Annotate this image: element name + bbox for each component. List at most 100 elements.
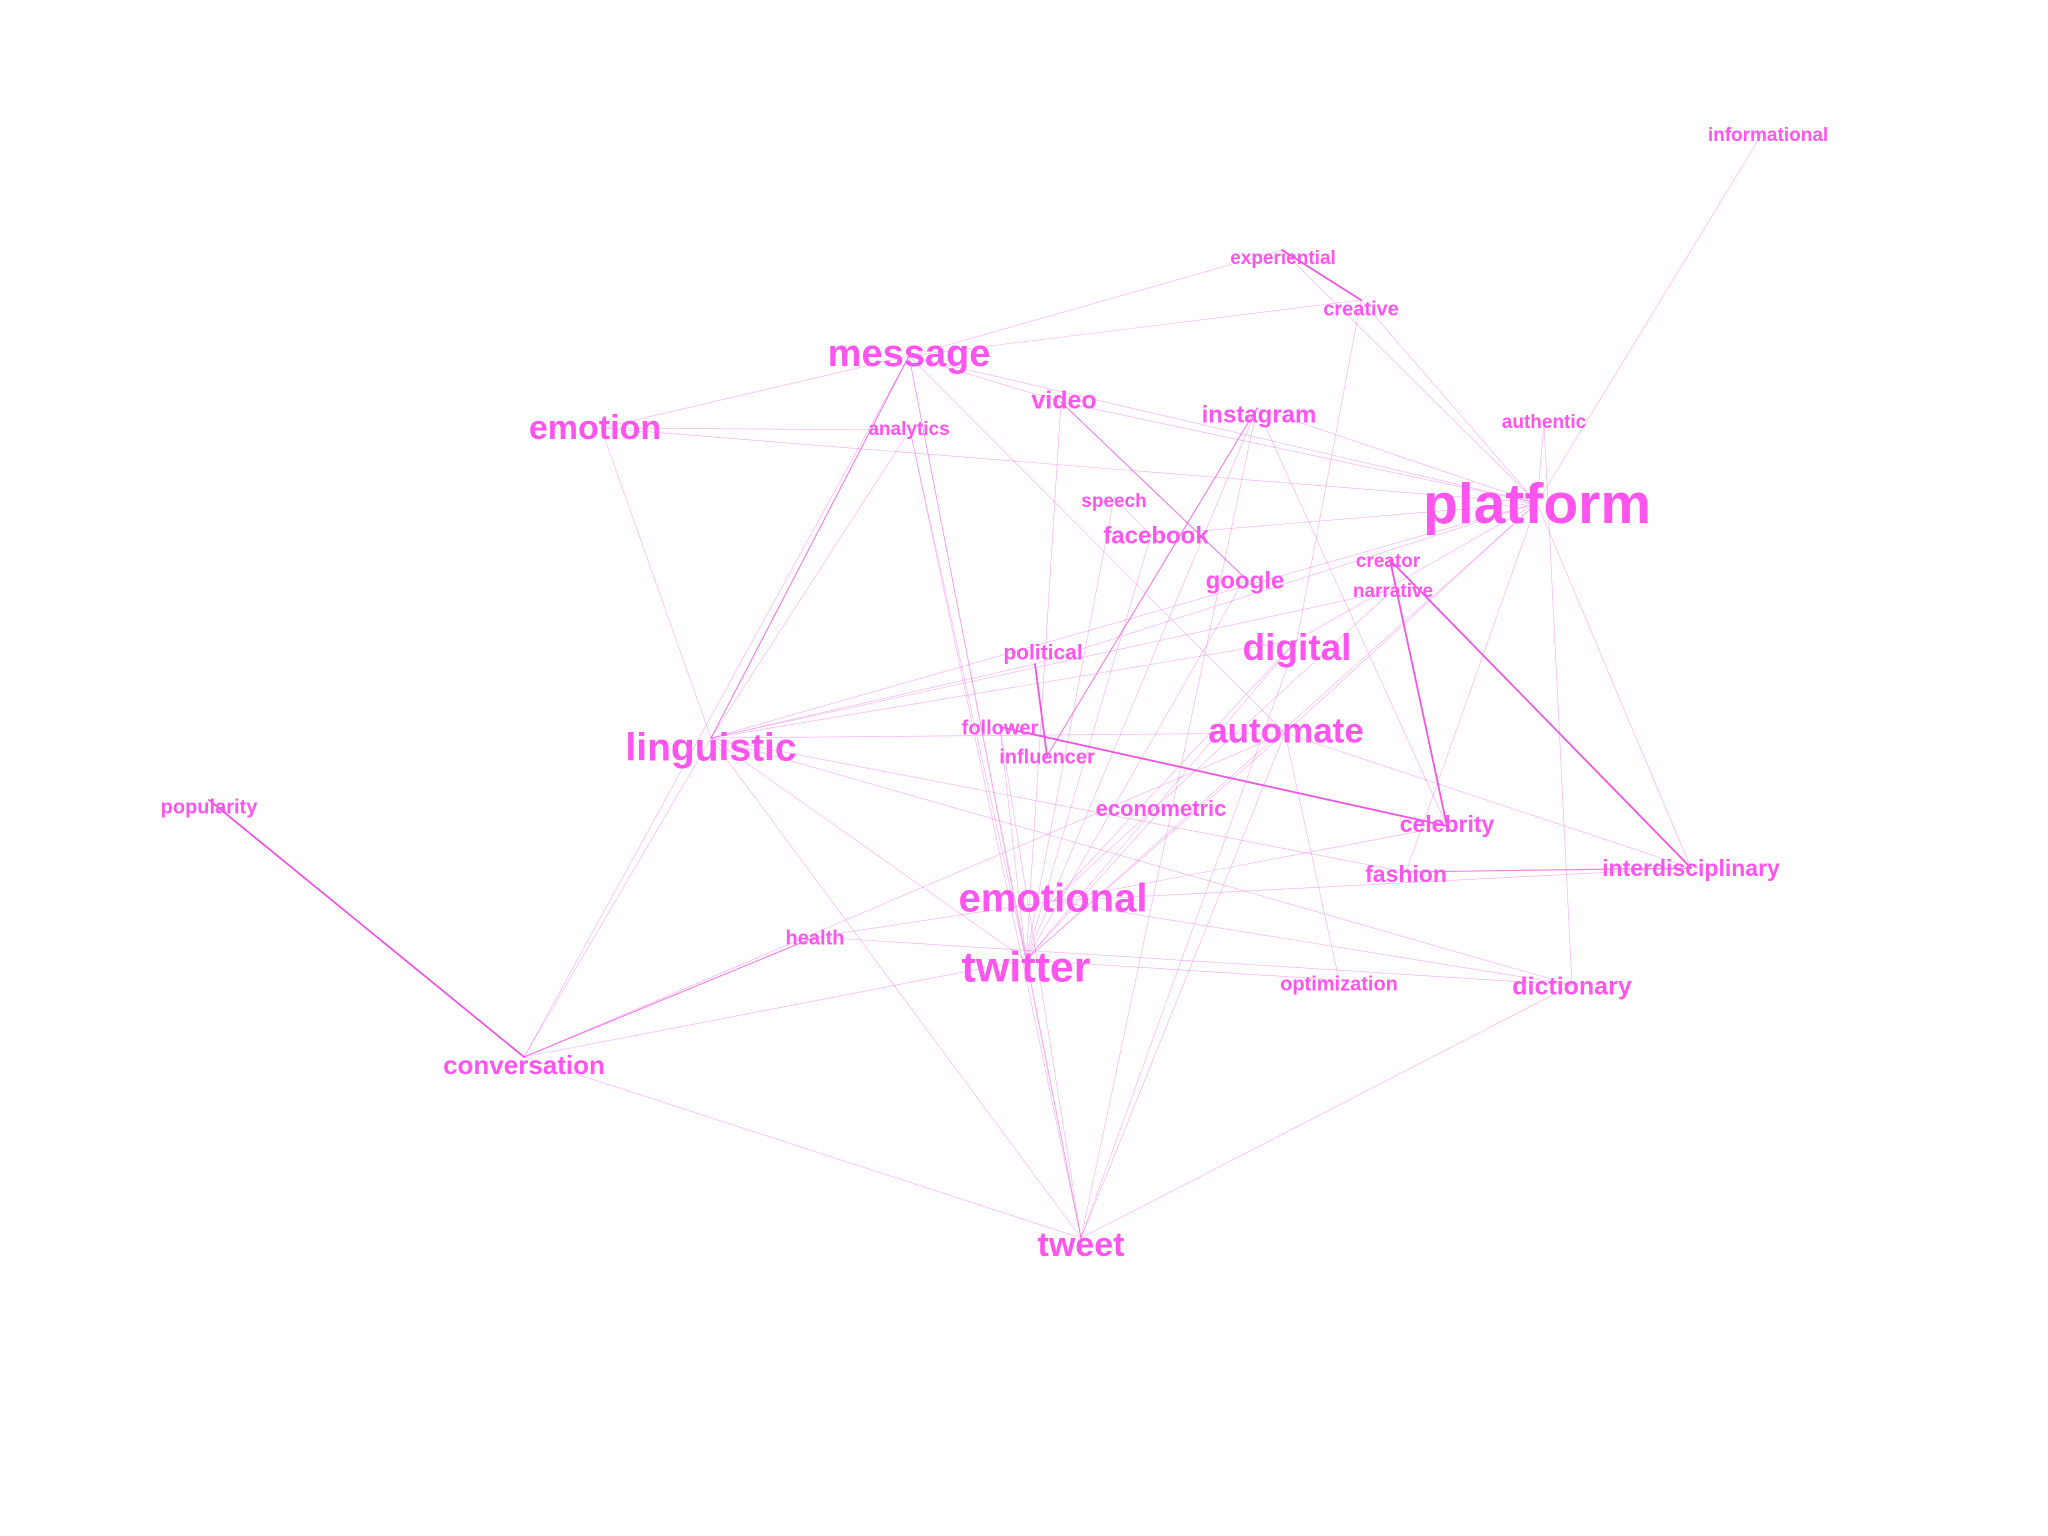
node-label-instagram: instagram xyxy=(1202,401,1317,428)
edge-authentic-dictionary xyxy=(1543,422,1573,986)
edge-speech-facebook xyxy=(1113,497,1152,536)
edge-follower-twitter xyxy=(999,726,1027,961)
edge-twitter-tweet xyxy=(1025,959,1082,1239)
edge-platform-linguistic xyxy=(710,502,1538,739)
node-label-video: video xyxy=(1031,387,1096,415)
node-label-informational: informational xyxy=(1708,125,1828,146)
edge-automate-tweet xyxy=(1080,732,1286,1239)
edge-emotion-analytics xyxy=(600,427,911,431)
edge-emotion-linguistic xyxy=(600,427,712,739)
edge-emotional-health xyxy=(814,900,1054,938)
edge-linguistic-twitter xyxy=(710,737,1027,961)
edge-emotional-interdisciplinary xyxy=(1052,867,1692,902)
node-label-influencer: influencer xyxy=(999,746,1095,768)
edge-celebrity-emotional xyxy=(1052,825,1448,902)
edges-layer xyxy=(208,133,1763,1239)
node-label-interdisciplinary: interdisciplinary xyxy=(1602,855,1780,881)
edge-platform-digital xyxy=(1296,502,1538,641)
node-label-digital: digital xyxy=(1243,627,1352,668)
node-label-optimization: optimization xyxy=(1280,973,1398,995)
edge-narrative-linguistic xyxy=(710,589,1394,739)
edge-platform-facebook xyxy=(1150,502,1538,536)
node-label-fashion: fashion xyxy=(1365,861,1447,887)
edge-platform-automate xyxy=(1284,502,1538,734)
edge-automate-conversation xyxy=(523,732,1286,1058)
node-label-narrative: narrative xyxy=(1353,581,1433,602)
edge-experiential-creative xyxy=(1281,249,1362,301)
edge-digital-twitter xyxy=(1025,639,1298,961)
edge-analytics-tweet xyxy=(909,429,1082,1239)
node-label-facebook: facebook xyxy=(1103,522,1209,549)
edge-platform-fashion xyxy=(1405,502,1538,873)
edge-instagram-platform xyxy=(1256,407,1538,504)
edge-authentic-platform xyxy=(1536,422,1545,504)
edge-twitter-optimization xyxy=(1025,959,1340,981)
edge-follower-tweet xyxy=(999,726,1082,1239)
node-label-speech: speech xyxy=(1081,491,1146,512)
edge-digital-emotional xyxy=(1052,639,1298,902)
node-label-political: political xyxy=(1003,642,1082,665)
edge-emotional-dictionary xyxy=(1052,900,1573,986)
edge-political-influencer xyxy=(1034,663,1048,757)
labels-layer: informational experiential creative message… xyxy=(161,125,1829,1264)
edge-message-tweet xyxy=(908,355,1082,1239)
edge-linguistic-tweet xyxy=(710,737,1082,1239)
edge-twitter-conversation xyxy=(523,959,1027,1058)
node-label-platform: platform xyxy=(1423,472,1651,536)
node-label-health: health xyxy=(786,927,845,949)
edge-video-twitter xyxy=(1025,401,1062,961)
edge-linguistic-digital xyxy=(710,639,1298,739)
edge-message-video xyxy=(908,355,1062,403)
edge-message-platform xyxy=(908,355,1538,504)
edge-political-linguistic xyxy=(710,663,1036,739)
node-label-emotion: emotion xyxy=(529,409,661,447)
edge-message-linguistic xyxy=(710,355,910,739)
edge-speech-twitter xyxy=(1025,497,1115,961)
node-label-automate: automate xyxy=(1208,711,1364,750)
node-label-creative: creative xyxy=(1323,298,1399,320)
node-label-dictionary: dictionary xyxy=(1512,973,1632,1001)
node-label-analytics: analytics xyxy=(868,419,949,440)
edge-analytics-linguistic xyxy=(710,429,911,739)
edge-linguistic-automate xyxy=(710,732,1286,739)
edge-creative-message xyxy=(908,299,1362,357)
edge-platform-interdisciplinary xyxy=(1536,502,1692,869)
node-label-linguistic: linguistic xyxy=(625,726,796,769)
node-label-follower: follower xyxy=(962,717,1039,739)
edge-video-google xyxy=(1060,401,1246,579)
node-label-tweet: tweet xyxy=(1038,1226,1125,1264)
edge-fashion-interdisciplinary xyxy=(1405,867,1692,873)
node-label-conversation: conversation xyxy=(443,1050,605,1080)
edge-message-automate xyxy=(908,355,1286,734)
edge-health-dictionary xyxy=(814,936,1573,986)
edge-linguistic-conversation xyxy=(523,737,712,1058)
edge-instagram-twitter xyxy=(1025,407,1258,961)
edge-google-twitter xyxy=(1025,577,1246,961)
edge-message-conversation xyxy=(523,355,910,1058)
edge-econometric-twitter xyxy=(1025,809,1162,961)
node-label-twitter: twitter xyxy=(962,943,1091,991)
edge-health-conversation xyxy=(523,936,816,1058)
edge-video-platform xyxy=(1060,401,1538,504)
edge-automate-twitter xyxy=(1025,732,1286,961)
edge-follower-celebrity xyxy=(999,726,1448,827)
node-label-message: message xyxy=(828,333,991,375)
edge-experiential-platform xyxy=(1281,249,1538,504)
edge-creative-digital xyxy=(1296,299,1362,641)
edge-platform-political xyxy=(1034,502,1538,665)
node-label-emotional: emotional xyxy=(959,877,1148,921)
node-label-celebrity: celebrity xyxy=(1400,811,1495,837)
edge-automate-interdisciplinary xyxy=(1284,732,1692,869)
edge-platform-twitter xyxy=(1025,502,1538,961)
node-label-experiential: experiential xyxy=(1230,248,1336,269)
node-label-popularity: popularity xyxy=(161,796,259,818)
edge-message-emotion xyxy=(600,355,910,429)
edge-narrative-emotional xyxy=(1052,589,1394,902)
edge-conversation-tweet xyxy=(523,1056,1082,1239)
edge-digital-tweet xyxy=(1080,639,1298,1239)
edge-linguistic-fashion xyxy=(710,737,1407,873)
edge-dictionary-tweet xyxy=(1080,984,1573,1239)
edge-instagram-influencer xyxy=(1046,407,1258,757)
edge-instagram-celebrity xyxy=(1256,407,1448,827)
node-label-google: google xyxy=(1206,567,1285,594)
